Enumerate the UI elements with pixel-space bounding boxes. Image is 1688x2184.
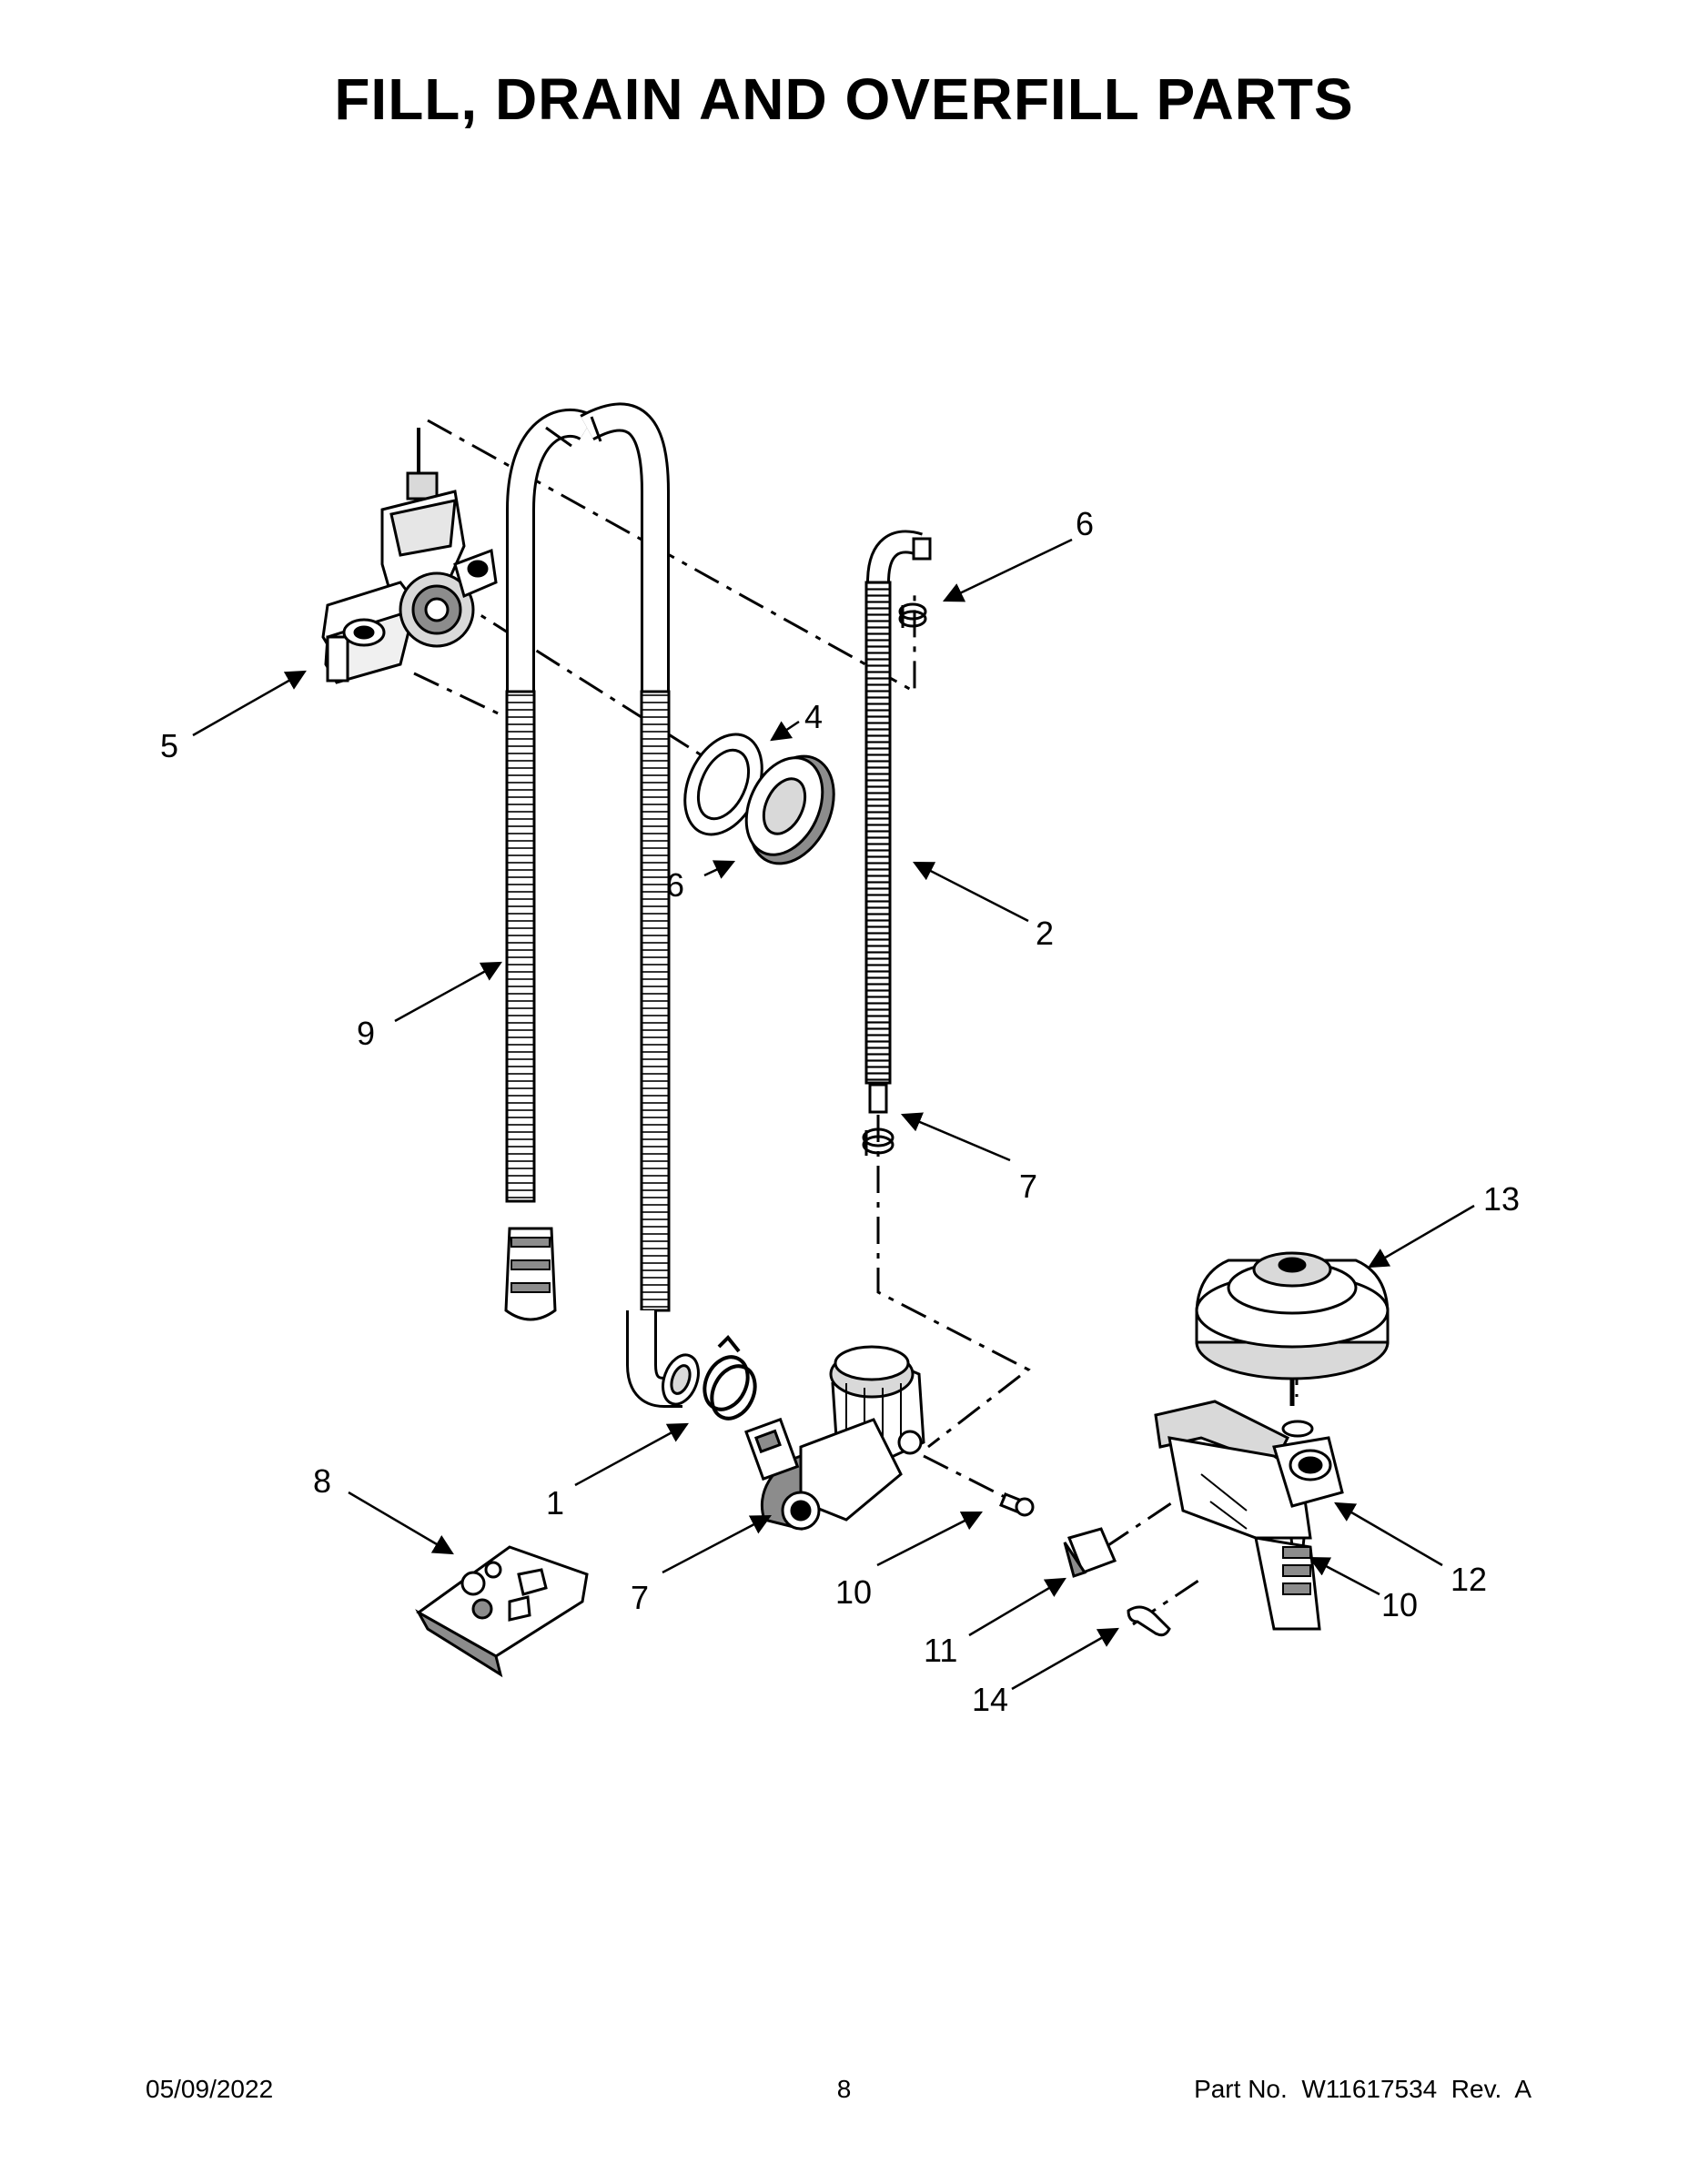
parts-bag-part: [415, 1545, 589, 1678]
callout-8: 8: [313, 1462, 331, 1500]
leader-arrow-10-left: [876, 1511, 984, 1567]
callout-6-lower: 7: [1019, 1168, 1037, 1205]
callout-arrows: [192, 538, 1475, 1691]
page-title: FILL, DRAIN AND OVERFILL PARTS: [334, 66, 1354, 132]
callout-4: 4: [804, 698, 823, 735]
leader-arrow-5: [703, 860, 736, 879]
callout-14: 14: [972, 1681, 1008, 1718]
float-part: [1195, 1251, 1390, 1406]
spring-clamp-lower: [862, 1127, 895, 1156]
footer-part-number: Part No. W11617534 Rev. A: [1194, 2075, 1531, 2103]
leader-arrow-7: [662, 1514, 772, 1574]
callout-7: 7: [631, 1579, 649, 1616]
clip-part: [1127, 1605, 1171, 1637]
callout-labels: 5 4 6 9 2 6 7 13 1 8 7 10 12 10 11 14: [160, 505, 1520, 1718]
drain-hose-part: [864, 530, 932, 1114]
leader-arrow-8: [348, 1491, 454, 1555]
leader-arrow-6-top: [942, 538, 1073, 602]
leader-arrow-12: [1334, 1502, 1443, 1567]
leader-arrow-14: [1011, 1627, 1119, 1691]
callout-5: 6: [666, 866, 684, 904]
water-valve-part: [744, 1345, 925, 1531]
callout-10-right: 10: [1381, 1586, 1418, 1623]
callout-12: 12: [1450, 1561, 1487, 1598]
leader-arrow-1: [574, 1422, 689, 1487]
nut-part: [744, 754, 835, 865]
callout-6-top: 6: [1076, 505, 1094, 542]
hose-clamp-part: [702, 1335, 757, 1421]
leader-arrow-2: [912, 861, 1029, 923]
gasket-part: [683, 733, 763, 836]
footer-date: 05/09/2022: [146, 2075, 274, 2103]
alignment-line-drain: [876, 1115, 1031, 1449]
leader-arrow-13: [1368, 1204, 1475, 1269]
leader-arrow-4: [770, 720, 800, 742]
callout-9: 9: [357, 1015, 375, 1052]
leader-arrow-10-right: [1309, 1556, 1380, 1596]
switch-part: [1063, 1527, 1117, 1578]
inlet-hose-part: [504, 402, 700, 1408]
screw-part-valve: [999, 1492, 1035, 1517]
callout-10-left: 10: [835, 1573, 872, 1611]
leader-arrow-11: [968, 1577, 1066, 1637]
alignment-line-bracket-1: [1105, 1500, 1175, 1549]
alignment-line-top: [427, 419, 916, 694]
callout-11: 11: [924, 1632, 957, 1669]
leader-arrow-9: [394, 961, 502, 1023]
float-bracket-part: [1154, 1400, 1344, 1631]
callout-3: 5: [160, 727, 178, 764]
alignment-line-lower: [413, 672, 510, 721]
callout-13: 13: [1483, 1180, 1520, 1218]
leader-arrow-3: [192, 670, 307, 737]
leader-arrow-6-lower: [900, 1112, 1011, 1162]
alignment-line-valve-screw: [923, 1454, 1011, 1502]
spring-clamp-upper: [898, 602, 927, 628]
mounting-bracket-part: [321, 428, 498, 684]
callout-1: 1: [546, 1484, 564, 1522]
callout-2: 2: [1036, 915, 1054, 952]
footer-page-number: 8: [836, 2075, 852, 2103]
